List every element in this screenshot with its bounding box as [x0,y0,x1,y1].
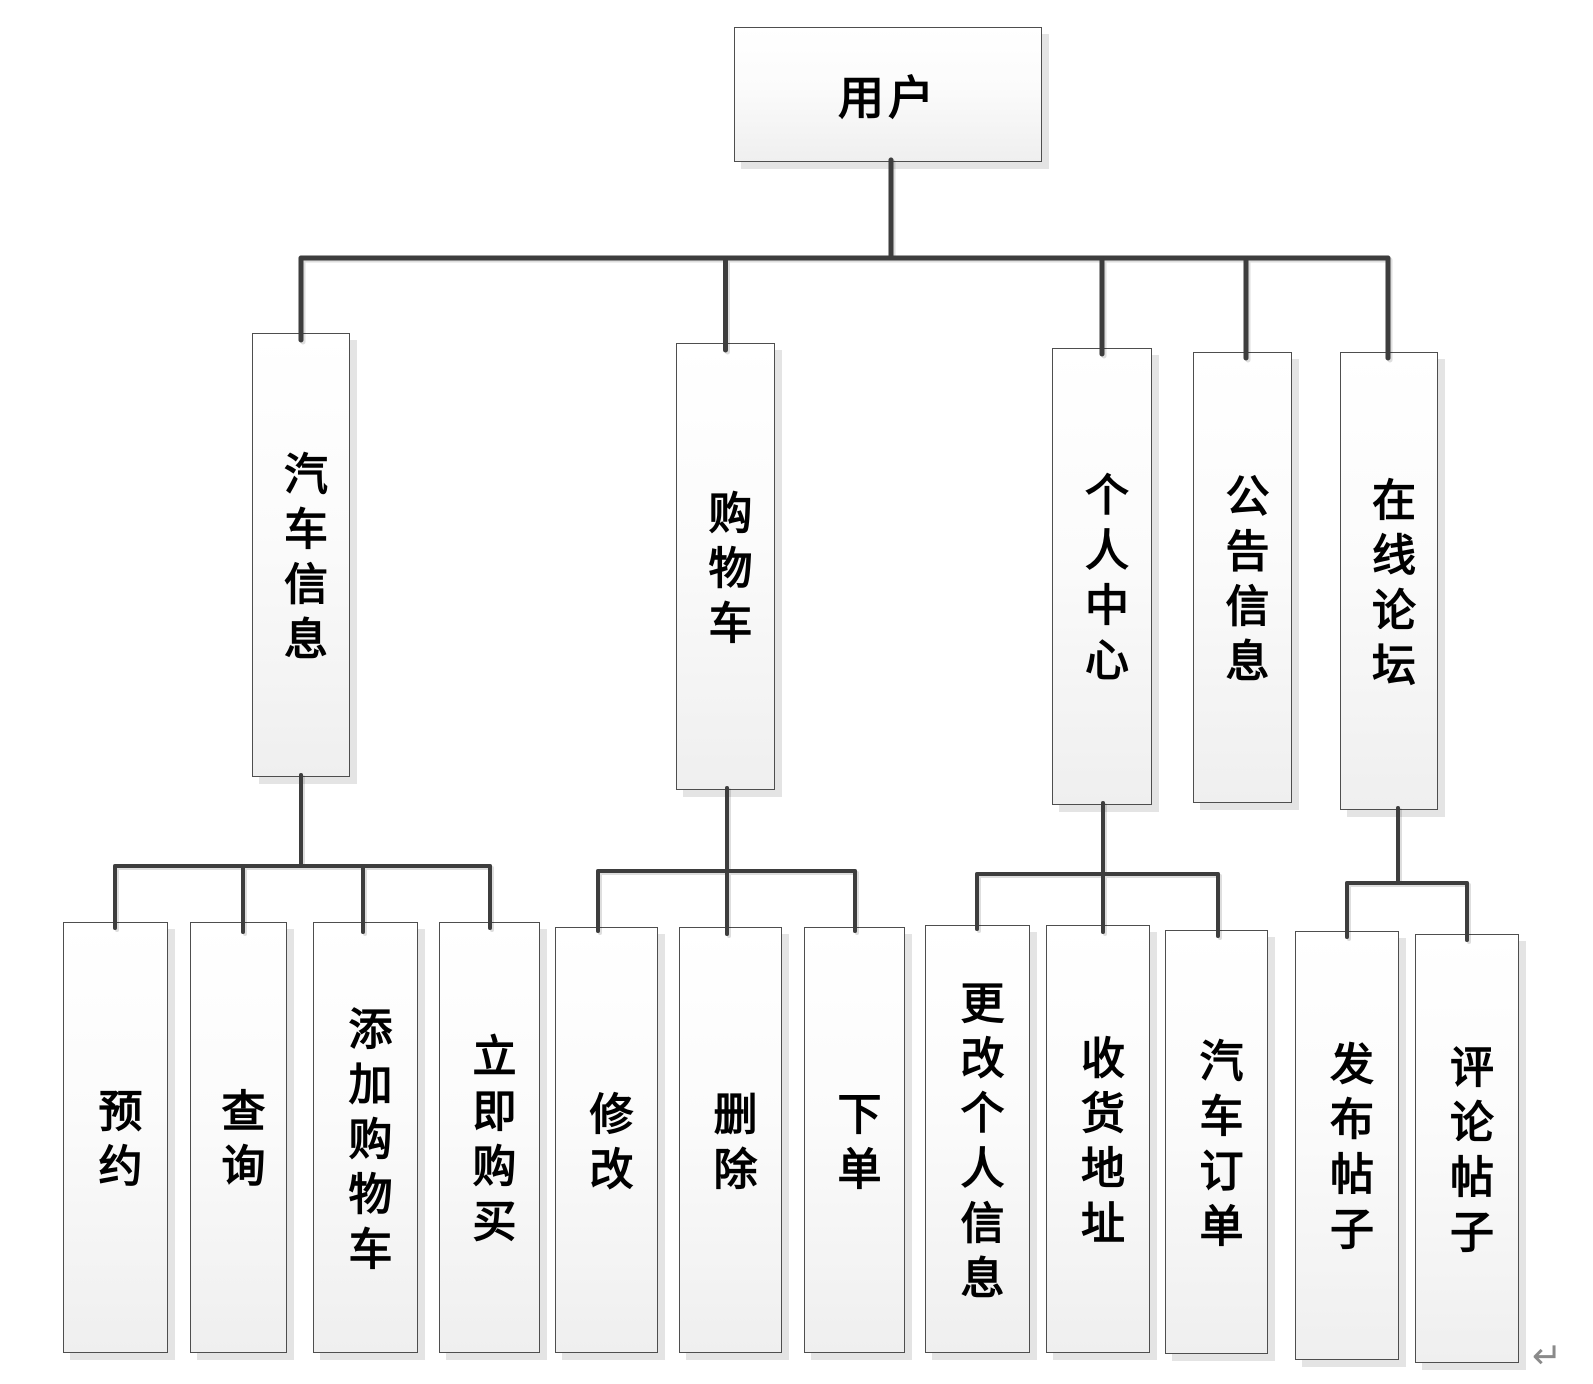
node-edit-personal-info: 更改个人信息 [925,925,1030,1353]
node-personal-center-label: 个人中心 [1078,472,1127,692]
node-user-label: 用户 [838,72,938,124]
connector-main-bus [298,255,1391,361]
node-delete: 删除 [679,927,782,1353]
node-online-forum-label: 在线论坛 [1365,476,1414,697]
node-shopping-cart-label: 购物车 [701,489,751,655]
node-query: 查询 [190,922,287,1353]
node-delete-label: 删除 [706,1090,756,1201]
node-publish-post-label: 发布帖子 [1323,1041,1372,1261]
node-query-label: 查询 [214,1088,264,1198]
connector-forum-group [1345,806,1469,942]
connector-shopping-cart-group [596,786,857,936]
node-personal-center: 个人中心 [1052,348,1152,805]
node-shopping-cart: 购物车 [676,343,775,790]
node-modify-label: 修改 [582,1090,632,1201]
node-announcement-info-label: 公告信息 [1218,473,1268,693]
node-online-forum: 在线论坛 [1340,352,1438,810]
node-publish-post: 发布帖子 [1295,931,1399,1360]
node-car-info: 汽车信息 [252,333,350,777]
node-reserve-label: 预约 [91,1088,141,1198]
node-add-to-cart-label: 添加购物车 [341,1005,391,1281]
node-shipping-address: 收货地址 [1046,925,1150,1353]
paragraph-return-mark: ↵ [1532,1336,1563,1377]
node-announcement-info: 公告信息 [1193,352,1292,803]
node-car-info-label: 汽车信息 [277,450,326,671]
node-comment-post-label: 评论帖子 [1443,1044,1492,1264]
connector-car-info-group [113,773,492,934]
node-user: 用户 [734,27,1042,162]
node-shipping-address-label: 收货地址 [1074,1034,1123,1255]
node-buy-now: 立即购买 [439,922,540,1353]
node-comment-post: 评论帖子 [1415,934,1519,1363]
node-place-order-label: 下单 [830,1090,880,1201]
node-car-orders-label: 汽车订单 [1192,1037,1242,1258]
node-modify: 修改 [555,927,658,1353]
node-add-to-cart: 添加购物车 [313,922,418,1353]
node-place-order: 下单 [804,927,905,1353]
connector-personal-center-group [975,801,1220,938]
node-edit-personal-info-label: 更改个人信息 [953,979,1003,1310]
node-buy-now-label: 立即购买 [465,1033,515,1253]
node-reserve: 预约 [63,922,168,1353]
node-car-orders: 汽车订单 [1165,930,1268,1354]
